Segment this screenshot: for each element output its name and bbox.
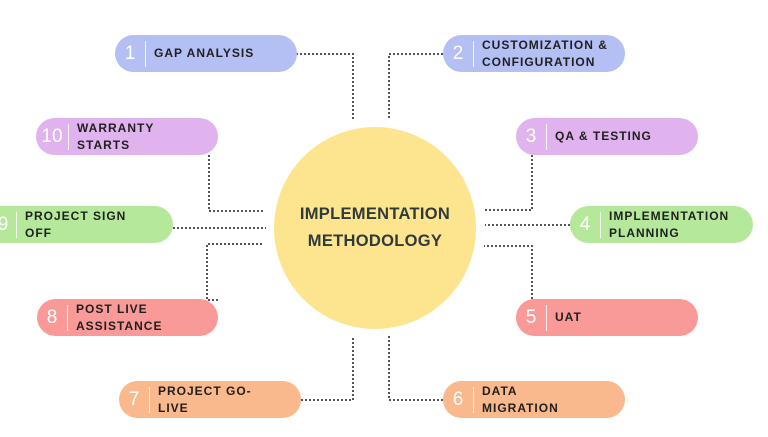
connector-step-3: [483, 155, 533, 211]
step-number: 8: [46, 306, 58, 328]
center-circle: IMPLEMENTATION METHODOLOGY: [274, 127, 476, 329]
step-6-data-migration: 6 DATA MIGRATION: [443, 381, 625, 418]
step-label: IMPLEMENTATION PLANNING: [609, 208, 730, 240]
step-number: 3: [525, 125, 537, 147]
step-label: GAP ANALYSIS: [154, 46, 255, 60]
connector-step-1: [296, 53, 354, 120]
divider: [473, 40, 474, 67]
step-label: QA & TESTING: [555, 129, 652, 143]
step-label: DATA MIGRATION: [482, 383, 559, 415]
step-number: 9: [0, 213, 9, 235]
divider: [473, 386, 474, 413]
connector-step-6: [388, 336, 443, 401]
connector-step-5: [484, 245, 533, 299]
divider: [67, 304, 68, 331]
connector-step-8: [206, 243, 264, 301]
center-title: IMPLEMENTATION METHODOLOGY: [299, 205, 451, 250]
step-1-gap-analysis: 1 GAP ANALYSIS: [115, 35, 297, 72]
step-number: 7: [128, 388, 140, 410]
step-8-post-live-assistance: 8 POST LIVE ASSISTANCE: [37, 299, 218, 336]
connector-step-2: [388, 53, 443, 118]
step-number: 2: [452, 42, 464, 64]
step-number: 4: [579, 213, 591, 235]
step-number: 10: [41, 125, 63, 147]
step-4-implementation-planning: 4 IMPLEMENTATION PLANNING: [570, 206, 753, 243]
step-label: PROJECT GO- LIVE: [158, 383, 252, 415]
step-5-uat: 5 UAT: [516, 299, 698, 336]
connector-step-7: [301, 338, 354, 401]
step-label: POST LIVE ASSISTANCE: [76, 301, 163, 333]
divider: [546, 304, 547, 331]
step-10-warranty-starts: 10 WARRANTY STARTS: [36, 118, 218, 155]
divider: [16, 211, 17, 238]
step-label: WARRANTY STARTS: [77, 120, 155, 152]
connector-step-10: [208, 155, 264, 212]
step-7-project-go-live: 7 PROJECT GO- LIVE: [119, 381, 301, 418]
step-label: CUSTOMIZATION & CONFIGURATION: [482, 37, 608, 69]
step-label: PROJECT SIGN OFF: [25, 208, 127, 240]
step-label: UAT: [555, 310, 582, 324]
step-3-qa-testing: 3 QA & TESTING: [516, 118, 698, 155]
step-2-customization: 2 CUSTOMIZATION & CONFIGURATION: [443, 35, 625, 72]
divider: [149, 386, 150, 413]
divider: [68, 123, 69, 150]
step-number: 1: [124, 42, 136, 64]
step-number: 6: [452, 388, 464, 410]
divider: [546, 123, 547, 150]
divider: [600, 211, 601, 238]
divider: [145, 40, 146, 67]
step-9-project-sign-off: 9 PROJECT SIGN OFF: [0, 206, 173, 243]
step-number: 5: [525, 306, 537, 328]
